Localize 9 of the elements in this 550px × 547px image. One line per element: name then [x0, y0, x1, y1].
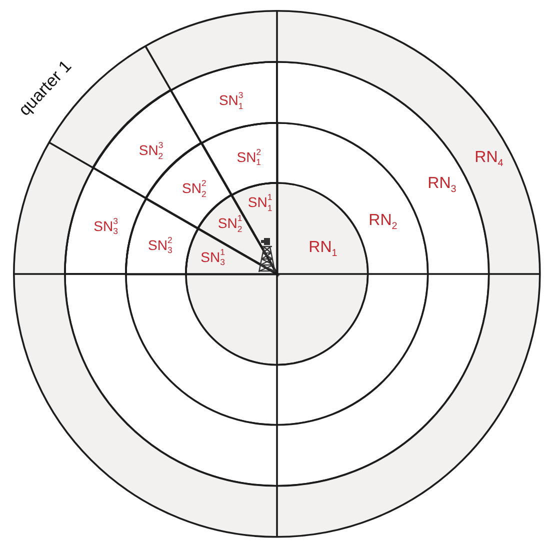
sector-cell	[92, 89, 202, 200]
sector-cell	[170, 61, 278, 144]
region-label: RN$_{3}$	[428, 176, 456, 192]
region-label: RN$_{2}$	[368, 212, 398, 229]
region-label: RN$_{4}$	[474, 150, 504, 166]
sector-cell	[64, 167, 148, 275]
sector-cell	[125, 198, 200, 275]
region-label: RN$_{1}$	[308, 240, 338, 256]
sector-cell	[185, 228, 278, 275]
